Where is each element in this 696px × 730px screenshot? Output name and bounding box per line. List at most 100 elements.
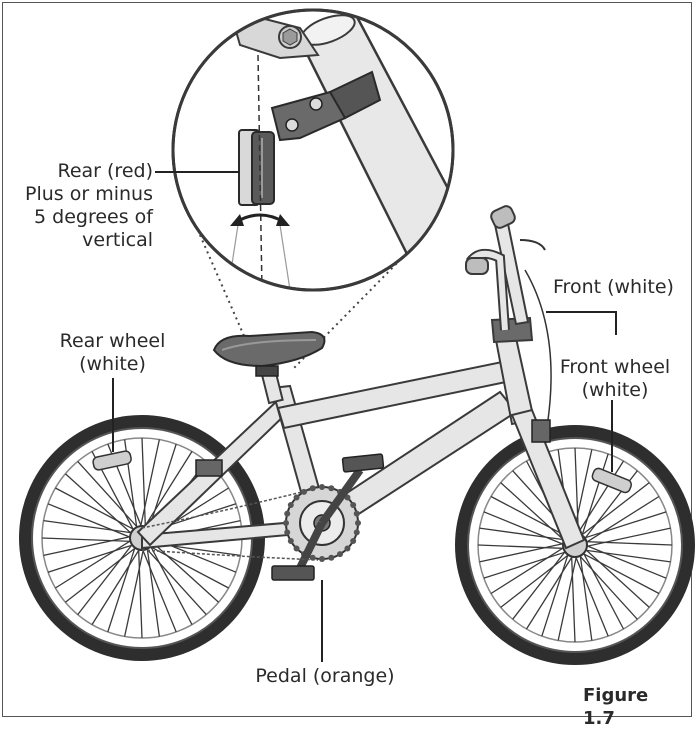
front-wheel-reflector — [591, 467, 633, 494]
chainring-tooth — [287, 502, 294, 508]
wheel-spoke — [479, 527, 567, 541]
wheel-spoke — [574, 447, 580, 536]
wheel-spoke — [147, 443, 177, 531]
wheel-spoke — [584, 544, 667, 579]
chainring-tooth — [350, 538, 357, 544]
chainring-tooth — [355, 520, 361, 526]
rear-wheel-label: Rear wheel (white) — [59, 330, 166, 375]
angle-right-line — [279, 224, 291, 290]
wheel-spoke — [123, 547, 145, 637]
wheel-spoke — [47, 543, 135, 573]
figure-number: Figure 1.7 — [583, 685, 649, 729]
wheel-spoke — [579, 553, 593, 641]
wheel-spoke — [137, 547, 143, 639]
inset-reflector-bracket — [270, 70, 382, 142]
wheel-spoke — [477, 544, 566, 550]
rear-wheel-reflector — [92, 450, 132, 471]
chainring-tooth — [293, 494, 300, 501]
wheel-spoke — [149, 544, 193, 625]
wheel-spoke — [64, 473, 134, 536]
wheel-spoke — [143, 451, 193, 529]
chainring-tooth — [328, 485, 335, 492]
wheel-spoke — [144, 546, 207, 616]
wheel-spoke — [581, 552, 660, 595]
front-reflector-label: Front (white) — [553, 276, 674, 298]
wheel-spoke — [582, 551, 625, 630]
wheel-spoke — [584, 527, 671, 548]
angle-arrow-right — [276, 214, 290, 226]
wheel-spoke — [576, 460, 625, 536]
handlebars — [465, 205, 552, 421]
pedal-bottom — [271, 565, 315, 581]
chain-top — [141, 487, 319, 529]
wheel-spoke — [580, 453, 609, 538]
pedal-label: Pedal (orange) — [255, 665, 395, 687]
chainring-tooth — [287, 538, 294, 544]
wheel-spoke — [64, 546, 138, 603]
chainring-tooth — [319, 556, 325, 562]
angle-arrow-left — [230, 214, 244, 226]
inset-rear-reflector — [238, 129, 275, 206]
wheel-spoke — [584, 540, 673, 546]
wheel-spoke — [47, 503, 133, 539]
wheel-spoke — [483, 550, 568, 579]
chainring-tooth — [344, 545, 351, 552]
wheel-spoke — [148, 545, 229, 589]
wheel-spoke — [43, 535, 133, 557]
wheel-spoke — [55, 487, 136, 531]
chainring-tooth — [337, 551, 343, 558]
chainring-tooth — [283, 520, 289, 526]
chainring-tooth — [284, 510, 291, 517]
chainring-tooth — [319, 484, 325, 490]
wheel-spoke — [500, 482, 567, 543]
reflector-inset — [171, 8, 455, 292]
wheel-spoke — [43, 519, 134, 534]
chainring-tooth — [309, 485, 316, 492]
wheel-spoke — [579, 482, 650, 537]
wheel-spoke — [570, 554, 576, 643]
rear-brake — [195, 459, 223, 477]
bike-frame — [136, 336, 586, 550]
wheel-spoke — [77, 542, 134, 616]
wheel-spoke — [483, 511, 566, 546]
vertical-reference-line — [257, 54, 263, 290]
leader-front-reflector — [546, 311, 617, 335]
wheel-spoke — [41, 537, 133, 543]
wheel-spoke — [146, 546, 161, 637]
chainring-tooth — [353, 510, 360, 517]
wheel-spoke — [91, 547, 141, 625]
wheel-spoke — [55, 539, 133, 589]
wheel-spoke — [577, 553, 638, 620]
wheel-spoke — [557, 554, 578, 641]
chainring-tooth — [293, 545, 300, 552]
pedal-top — [341, 453, 385, 473]
crankset — [283, 467, 364, 570]
wheel-spoke — [525, 554, 574, 630]
wheel-spoke — [584, 495, 660, 544]
wheel-spoke — [512, 549, 567, 620]
chainring-tooth — [284, 529, 291, 536]
bike-seat — [212, 330, 326, 377]
wheel-spoke — [582, 511, 667, 540]
wheel-spoke — [141, 437, 147, 529]
wheel-spoke — [500, 553, 571, 608]
chainring-tooth — [328, 554, 335, 561]
wheel-spoke — [77, 460, 140, 530]
front-brake — [531, 419, 551, 443]
chainring-tooth — [350, 502, 357, 508]
wheel-spoke — [490, 495, 569, 538]
wheel-spoke — [479, 542, 566, 563]
wheel-spoke — [574, 554, 609, 637]
chain-bottom — [141, 549, 319, 561]
front-wheel-label: Front wheel (white) — [559, 356, 671, 401]
wheel-spoke — [583, 547, 650, 608]
chainring-tooth — [353, 529, 360, 536]
wheel-spoke — [141, 547, 177, 633]
wheel-spoke — [490, 546, 566, 595]
rear-reflector-label: Rear (red) Plus or minus 5 degrees of ve… — [25, 160, 153, 251]
wheel-spoke — [541, 552, 570, 637]
wheel-spoke — [583, 549, 671, 563]
wheel-spoke — [139, 439, 161, 529]
wheel-spoke — [107, 545, 137, 633]
